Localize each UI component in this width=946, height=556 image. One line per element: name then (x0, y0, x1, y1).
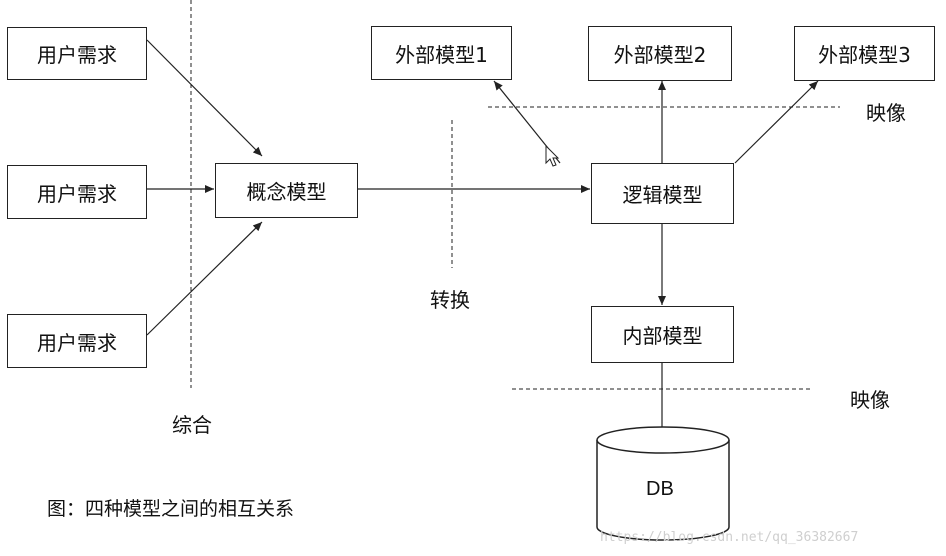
external-model-2-box: 外部模型2 (588, 26, 732, 81)
mapping-label-top: 映像 (866, 101, 906, 125)
transform-label: 转换 (430, 288, 470, 312)
external-model-1-box: 外部模型1 (371, 26, 512, 80)
external-model-3-box: 外部模型3 (794, 26, 935, 81)
user-requirement-box-bottom: 用户需求 (7, 314, 147, 368)
user-requirement-box-top: 用户需求 (7, 27, 147, 80)
mouse-cursor-icon (545, 144, 560, 167)
arrow-req-top-to-concept (146, 39, 263, 157)
mapping-label-bottom: 映像 (850, 388, 890, 412)
watermark-url: https://blog.csdn.net/qq_36382667 (600, 530, 859, 545)
logical-model-box: 逻辑模型 (591, 163, 734, 224)
conceptual-model-box: 概念模型 (215, 163, 358, 218)
user-requirement-box-middle: 用户需求 (7, 165, 147, 219)
figure-caption: 图：四种模型之间的相互关系 (47, 498, 295, 520)
database-label: DB (646, 478, 674, 500)
arrow-logical-to-external-3 (734, 80, 819, 164)
database-cylinder (596, 426, 730, 541)
arrow-req-bot-to-concept (146, 221, 263, 336)
internal-model-box: 内部模型 (591, 306, 734, 363)
synthesis-label: 综合 (172, 413, 212, 437)
